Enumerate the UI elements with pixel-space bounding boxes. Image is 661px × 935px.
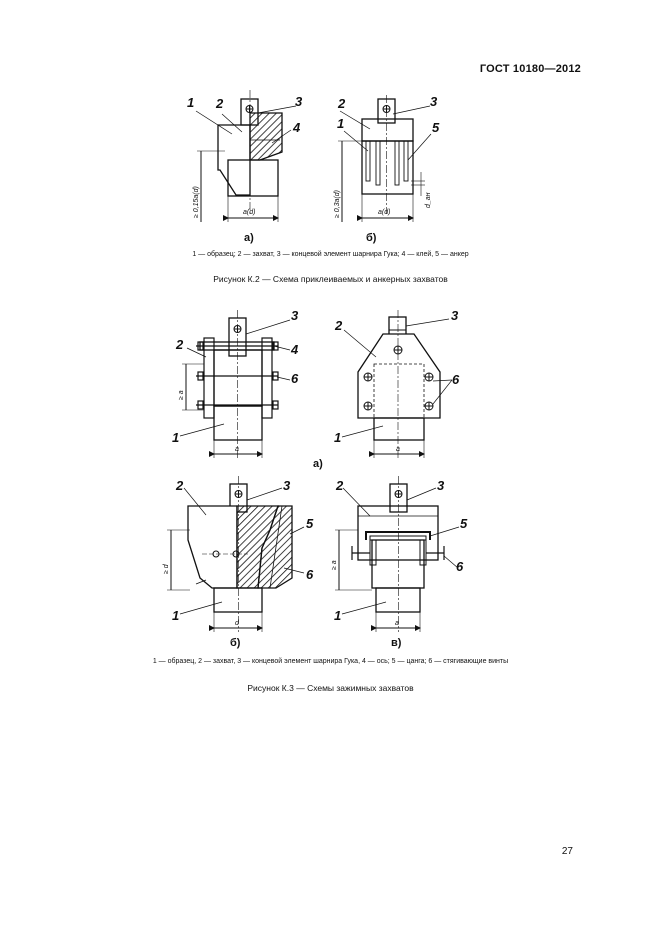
k3v-callout-2: 2 xyxy=(335,478,344,493)
fig-k3-a-left-drawing xyxy=(179,310,291,458)
k3-part-b-label: б) xyxy=(230,637,241,649)
k3b-callout-2: 2 xyxy=(175,478,184,493)
k3v-callout-6: 6 xyxy=(456,559,464,574)
k2a-callout-2: 2 xyxy=(215,96,224,111)
k2b-dim-height: ≥ 0,3a(d) xyxy=(334,190,341,218)
k3v-callout-5: 5 xyxy=(460,516,468,531)
fig-k3-a-right-drawing xyxy=(341,310,453,458)
k3v-callout-3: 3 xyxy=(437,478,445,493)
page-number: 27 xyxy=(561,846,573,857)
k3v-dim-ge-a: ≥ a xyxy=(331,560,338,570)
k3v-callout-1: 1 xyxy=(334,608,341,623)
k2a-dim-height: ≥ 0,15a(d) xyxy=(193,186,200,218)
figure-k2-caption: Рисунок К.2 — Схема приклеиваемых и анке… xyxy=(213,274,448,284)
k3a-left-dim-ge-a: ≥ a xyxy=(178,390,185,400)
k3v-dim-a: a xyxy=(395,620,399,627)
k3-part-v-label: в) xyxy=(391,637,402,649)
k2b-callout-5: 5 xyxy=(432,120,440,135)
k2a-callout-4: 4 xyxy=(292,120,301,135)
fig-k2-a-drawing xyxy=(195,90,297,222)
k3a-right-dim-a: a xyxy=(396,446,400,453)
k3a-left-callout-6: 6 xyxy=(291,371,299,386)
k3-part-a-label: а) xyxy=(313,458,323,470)
k3b-callout-6: 6 xyxy=(306,567,314,582)
k3b-callout-3: 3 xyxy=(283,478,291,493)
k3b-dim-d: d xyxy=(235,620,240,627)
k3a-right-callout-1: 1 xyxy=(334,430,341,445)
fig-k2-b-drawing xyxy=(338,95,432,222)
figure-k3-legend: 1 — образец, 2 — захват, 3 — концевой эл… xyxy=(152,658,509,665)
k3a-left-callout-2: 2 xyxy=(175,337,184,352)
k2a-callout-1: 1 xyxy=(187,95,194,110)
k2b-dim-anchor: d_ан xyxy=(425,192,432,208)
k2b-dim-ad: a(d) xyxy=(378,209,390,216)
k3b-dim-ge-d: ≥ d xyxy=(163,563,170,574)
fig-k3-v-drawing xyxy=(335,476,460,632)
k3a-left-callout-4: 4 xyxy=(290,342,299,357)
k2-part-a-label: а) xyxy=(244,232,254,244)
k2b-callout-3: 3 xyxy=(430,94,438,109)
k3a-right-callout-6: 6 xyxy=(452,372,460,387)
k2b-callout-1: 1 xyxy=(337,116,344,131)
k3a-left-dim-a: a xyxy=(235,446,239,453)
k3a-left-callout-1: 1 xyxy=(172,430,179,445)
document-header: ГОСТ 10180—2012 xyxy=(479,63,581,75)
k3b-callout-5: 5 xyxy=(306,516,314,531)
k2b-callout-2: 2 xyxy=(337,96,346,111)
k2a-dim-ad: a(d) xyxy=(243,209,255,216)
k3a-right-callout-2: 2 xyxy=(334,318,343,333)
fig-k3-b-drawing xyxy=(167,476,305,632)
figure-k2-legend: 1 — образец; 2 — захват, 3 — концевой эл… xyxy=(192,251,469,258)
k3a-left-callout-3: 3 xyxy=(291,308,299,323)
k2a-callout-3: 3 xyxy=(295,94,303,109)
figure-k3-caption: Рисунок К.3 — Схемы зажимных захватов xyxy=(247,683,414,693)
k3a-right-callout-3: 3 xyxy=(451,308,459,323)
k2-part-b-label: б) xyxy=(366,232,377,244)
k3b-callout-1: 1 xyxy=(172,608,179,623)
